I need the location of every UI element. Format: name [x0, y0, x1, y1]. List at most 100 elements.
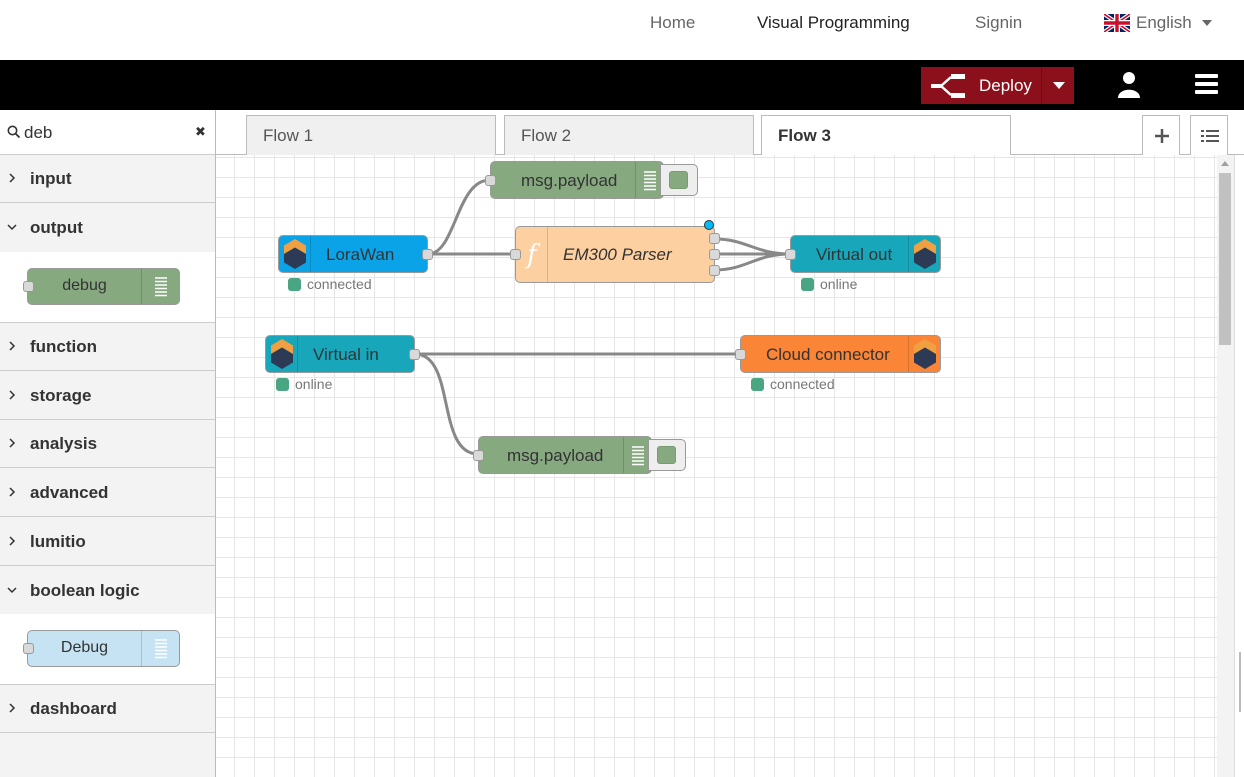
category-output[interactable]: output [0, 204, 215, 252]
main-menu-icon[interactable] [1195, 74, 1218, 96]
wire-em300-to-virtualout-3 [714, 252, 791, 272]
debug-toggle-button[interactable] [660, 164, 698, 196]
scroll-up-icon[interactable] [1221, 161, 1229, 166]
category-function[interactable]: function [0, 323, 215, 371]
tab-flow-2[interactable]: Flow 2 [504, 115, 754, 155]
debug-toggle-button[interactable] [648, 439, 686, 471]
nav-signin-link[interactable]: Signin [975, 13, 1023, 32]
category-output-nodes: debug [0, 252, 215, 323]
node-label: LoraWan [326, 245, 395, 264]
changed-indicator-icon [704, 220, 714, 230]
plus-icon [1155, 129, 1169, 143]
category-analysis[interactable]: analysis [0, 420, 215, 468]
output-port[interactable] [422, 249, 433, 260]
sidebar-resize-edge[interactable] [1234, 155, 1244, 777]
node-cloud-connector[interactable]: Cloud connector [735, 335, 941, 373]
category-lumitio[interactable]: lumitio [0, 518, 215, 566]
input-port[interactable] [510, 249, 521, 260]
deploy-label: Deploy [979, 75, 1032, 95]
flow-list-button[interactable] [1190, 115, 1228, 155]
status-dot [288, 277, 301, 291]
chevron-right-icon [9, 173, 16, 183]
tab-flow-3[interactable]: Flow 3 [761, 115, 1011, 156]
chevron-right-icon [9, 703, 16, 713]
input-port [23, 281, 34, 292]
category-input[interactable]: input [0, 155, 215, 203]
node-debug-payload-2[interactable]: msg.payload [473, 436, 652, 474]
palette-search-input[interactable] [24, 120, 184, 146]
lumitio-hexagon-icon [279, 236, 311, 272]
list-icon [141, 631, 179, 666]
node-label: EM300 Parser [563, 245, 672, 264]
category-label: boolean logic [30, 581, 140, 600]
canvas-vertical-scrollbar[interactable] [1217, 155, 1234, 777]
output-port-3[interactable] [709, 265, 720, 276]
chevron-right-icon [9, 390, 16, 400]
uk-flag-icon [1104, 14, 1130, 32]
input-port[interactable] [735, 349, 746, 360]
flow-canvas[interactable]: msg.payload LoraWan connected f EM300 Pa… [216, 155, 1217, 777]
node-status-cloud-connector: connected [751, 376, 835, 392]
node-lorawan[interactable]: LoraWan [278, 235, 433, 273]
node-virtual-in[interactable]: Virtual in [265, 335, 420, 373]
user-icon[interactable] [1117, 71, 1141, 99]
scrollbar-thumb[interactable] [1219, 173, 1231, 345]
output-port[interactable] [409, 349, 420, 360]
node-em300-parser[interactable]: f EM300 Parser [510, 226, 720, 283]
category-label: advanced [30, 483, 109, 502]
node-palette: ✖ input output debug function storage an… [0, 110, 216, 777]
list-icon [635, 162, 663, 198]
nav-home-link[interactable]: Home [650, 13, 696, 32]
category-boolean-logic[interactable]: boolean logic [0, 567, 215, 615]
category-label: function [30, 337, 98, 356]
clear-search-icon[interactable]: ✖ [195, 124, 206, 139]
input-port[interactable] [473, 450, 484, 461]
category-storage[interactable]: storage [0, 372, 215, 420]
category-label: lumitio [30, 532, 86, 551]
node-debug-payload-1[interactable]: msg.payload [485, 161, 664, 199]
add-flow-button[interactable] [1142, 115, 1180, 155]
tab-label: Flow 3 [778, 126, 831, 145]
tab-label: Flow 1 [263, 126, 314, 145]
category-boolean-logic-nodes: Debug [0, 614, 215, 685]
category-label: input [30, 169, 72, 188]
input-port[interactable] [485, 175, 496, 186]
deploy-button[interactable]: Deploy [921, 67, 1074, 104]
lumitio-hexagon-icon [908, 336, 940, 372]
wire-virtualin-to-payload2 [414, 352, 479, 456]
wire-em300-to-virtualout-1 [714, 237, 791, 256]
palette-search: ✖ [0, 110, 215, 155]
category-dashboard[interactable]: dashboard [0, 685, 215, 733]
search-icon [7, 125, 21, 139]
node-status-lorawan: connected [288, 276, 372, 292]
status-text: online [820, 276, 858, 292]
wire-lorawan-to-payload [427, 178, 491, 256]
palette-node-debug[interactable]: debug [23, 268, 180, 305]
node-label: msg.payload [507, 446, 604, 465]
category-label: analysis [30, 434, 98, 453]
language-selector[interactable]: English [1104, 13, 1212, 33]
chevron-down-icon [7, 587, 17, 594]
category-advanced[interactable]: advanced [0, 469, 215, 517]
deploy-menu-caret-icon[interactable] [1053, 82, 1065, 89]
node-label: Virtual out [816, 245, 893, 264]
list-icon [1201, 130, 1219, 142]
node-virtual-out[interactable]: Virtual out [785, 235, 941, 273]
resize-handle[interactable] [1239, 652, 1241, 712]
output-port-2[interactable] [709, 249, 720, 260]
status-text: connected [770, 376, 835, 392]
chevron-down-icon [7, 224, 17, 231]
node-label: msg.payload [521, 171, 618, 190]
function-icon: f [516, 227, 548, 282]
palette-node-boolean-debug[interactable]: Debug [23, 630, 180, 667]
nav-visual-programming-link[interactable]: Visual Programming [757, 13, 910, 32]
chevron-right-icon [9, 536, 16, 546]
palette-node-label: debug [62, 277, 107, 294]
output-port-1[interactable] [709, 233, 720, 244]
workspace-tabs: Flow 1 Flow 2 Flow 3 [216, 110, 1244, 156]
input-port[interactable] [785, 249, 796, 260]
tab-flow-1[interactable]: Flow 1 [246, 115, 496, 155]
lumitio-hexagon-icon [266, 336, 298, 372]
debug-toggle-indicator [669, 171, 688, 189]
debug-toggle-indicator [657, 446, 676, 464]
